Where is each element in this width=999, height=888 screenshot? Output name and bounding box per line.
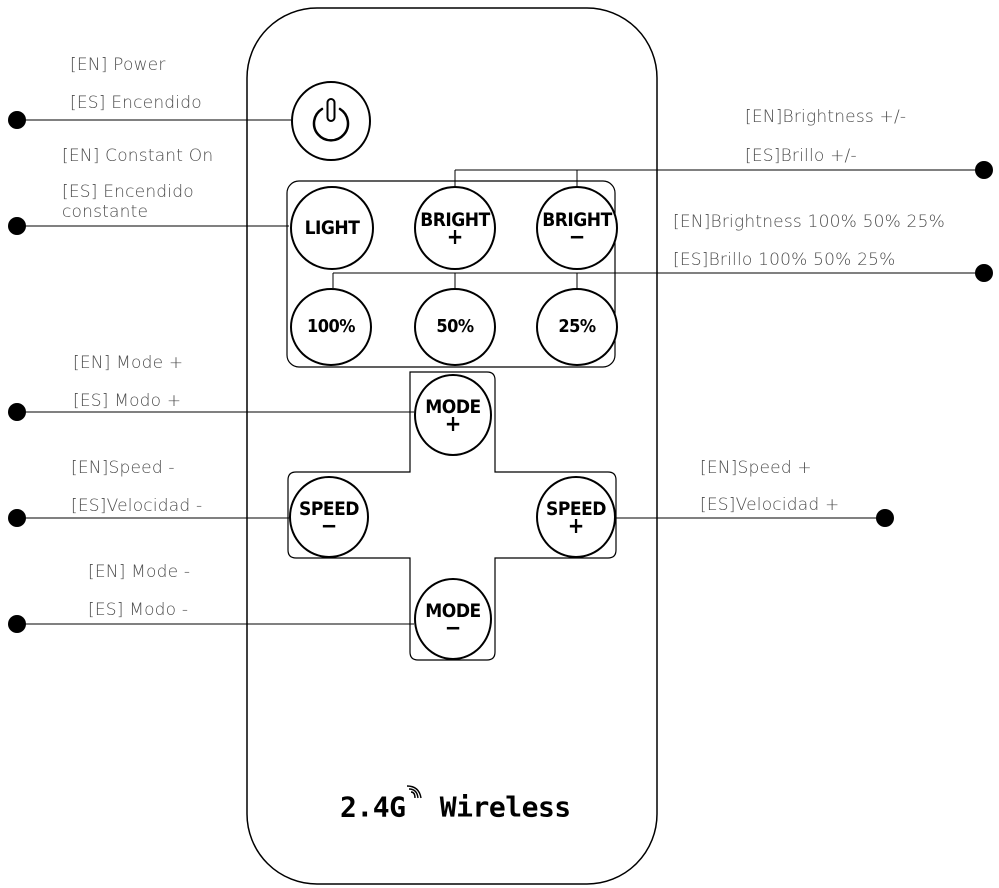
minus-sign: − xyxy=(568,225,586,250)
label-constant-en: [EN] Constant On xyxy=(62,146,214,166)
bright-plus-button[interactable]: BRIGHT + xyxy=(414,186,496,270)
speed-minus-button[interactable]: SPEED − xyxy=(289,476,369,558)
brightness-100-button[interactable]: 100% xyxy=(290,288,372,366)
plus-sign: + xyxy=(446,225,464,250)
brand-label: 2.4G Wireless xyxy=(340,785,571,824)
label-brightness-en: [EN]Brightness +/- xyxy=(745,107,907,127)
brightness-panel xyxy=(286,180,616,368)
mode-minus-label: MODE xyxy=(425,600,481,622)
label-mode-minus-es: [ES] Modo - xyxy=(88,600,189,620)
callout-dot xyxy=(975,161,993,179)
bright-minus-button[interactable]: BRIGHT − xyxy=(536,186,618,270)
brand-prefix: 2.4G xyxy=(340,790,406,824)
remote-body xyxy=(246,7,658,885)
callout-dot xyxy=(8,111,26,129)
wifi-icon xyxy=(405,785,423,804)
brightness-25-button[interactable]: 25% xyxy=(536,288,618,366)
speed-plus-button[interactable]: SPEED + xyxy=(536,476,616,558)
plus-sign: + xyxy=(567,514,585,539)
brightness-50-label: 50% xyxy=(436,316,474,337)
minus-sign: − xyxy=(320,514,338,539)
label-mode-minus-en: [EN] Mode - xyxy=(88,562,191,582)
label-speed-plus-en: [EN]Speed + xyxy=(700,458,812,478)
bright-minus-label: BRIGHT xyxy=(542,209,612,231)
label-brightness-es: [ES]Brillo +/- xyxy=(745,146,857,166)
power-button[interactable] xyxy=(291,81,371,161)
label-speed-plus-es: [ES]Velocidad + xyxy=(700,495,840,515)
brightness-50-button[interactable]: 50% xyxy=(414,288,496,366)
power-icon xyxy=(312,98,350,142)
label-speed-minus-es: [ES]Velocidad - xyxy=(71,496,203,516)
speed-plus-label: SPEED xyxy=(546,498,606,520)
label-levels-es: [ES]Brillo 100% 50% 25% xyxy=(673,250,896,270)
callout-dot xyxy=(975,264,993,282)
brightness-100-label: 100% xyxy=(306,316,356,337)
label-speed-minus-en: [EN]Speed - xyxy=(71,458,175,478)
label-power-en: [EN] Power xyxy=(70,55,166,75)
label-constant-es-2: constante xyxy=(62,202,149,222)
dpad-outline xyxy=(287,371,617,661)
mode-plus-button[interactable]: MODE + xyxy=(414,374,492,456)
callout-dot xyxy=(8,217,26,235)
mode-plus-label: MODE xyxy=(425,396,481,418)
callout-dot xyxy=(8,403,26,421)
light-button-label: LIGHT xyxy=(304,217,360,239)
brand-suffix: Wireless xyxy=(439,790,571,824)
label-levels-en: [EN]Brightness 100% 50% 25% xyxy=(673,212,945,232)
brightness-25-label: 25% xyxy=(558,316,596,337)
bright-plus-label: BRIGHT xyxy=(420,209,490,231)
light-button[interactable]: LIGHT xyxy=(290,186,374,270)
minus-sign: − xyxy=(444,616,462,641)
plus-sign: + xyxy=(444,412,462,437)
label-mode-plus-en: [EN] Mode + xyxy=(73,353,184,373)
callout-dot xyxy=(876,509,894,527)
speed-minus-label: SPEED xyxy=(299,498,359,520)
label-constant-es-1: [ES] Encendido xyxy=(62,182,194,202)
label-power-es: [ES] Encendido xyxy=(70,93,202,113)
label-mode-plus-es: [ES] Modo + xyxy=(73,391,182,411)
callout-dot xyxy=(8,509,26,527)
mode-minus-button[interactable]: MODE − xyxy=(414,578,492,660)
callout-dot xyxy=(8,615,26,633)
